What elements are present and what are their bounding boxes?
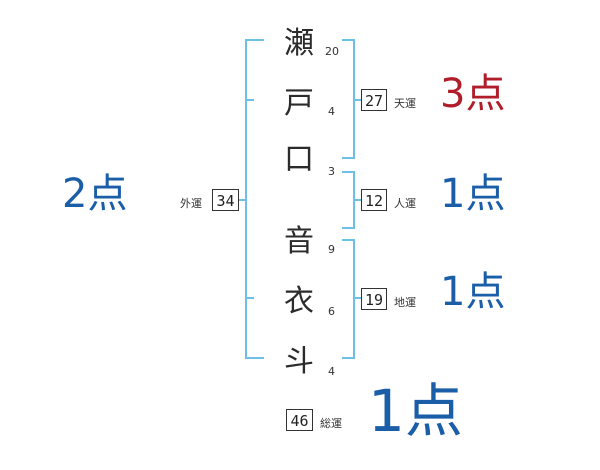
stroke-count-6: 4 [328, 365, 335, 378]
chikaku-score: 1点 [440, 269, 506, 315]
name-char-3: 口 [284, 142, 314, 177]
gaikaku-bracket [245, 39, 264, 359]
name-char-1: 瀬 [284, 26, 314, 61]
name-char-5: 衣 [284, 284, 314, 319]
gaikaku-value-box: 34 [212, 189, 239, 211]
name-char-6: 斗 [284, 344, 314, 379]
tenkaku-bracket [342, 39, 355, 159]
tenkaku-label: 天運 [394, 97, 416, 110]
tenkaku-value-box: 27 [361, 89, 387, 111]
chikaku-label: 地運 [394, 296, 416, 309]
stroke-count-4: 9 [328, 243, 335, 256]
jinkaku-label: 人運 [394, 197, 416, 210]
jinkaku-value-box: 12 [361, 189, 387, 211]
gaikaku-label: 外運 [180, 197, 202, 210]
name-char-2: 戸 [284, 86, 314, 121]
jinkaku-score: 1点 [440, 171, 506, 217]
stroke-count-2: 4 [328, 105, 335, 118]
jinkaku-bracket [342, 171, 355, 229]
stroke-count-1: 20 [325, 45, 339, 58]
soukaku-label: 総運 [320, 417, 342, 430]
name-char-4: 音 [284, 224, 314, 259]
soukaku-value-box: 46 [286, 409, 313, 431]
soukaku-score: 1点 [368, 377, 463, 445]
tenkaku-score: 3点 [440, 71, 506, 117]
chikaku-value-box: 19 [361, 288, 387, 310]
chikaku-bracket [342, 239, 355, 359]
gaikaku-score: 2点 [62, 171, 128, 217]
stroke-count-5: 6 [328, 305, 335, 318]
stroke-count-3: 3 [328, 165, 335, 178]
